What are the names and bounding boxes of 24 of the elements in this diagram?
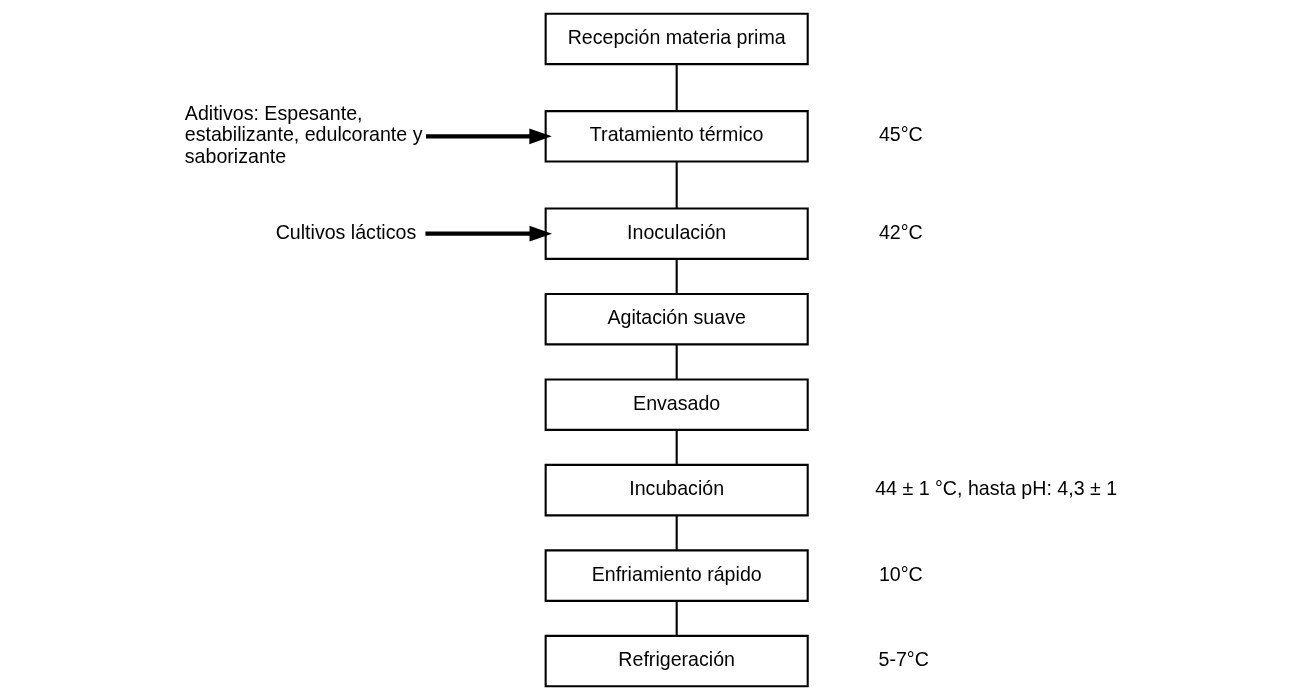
- arrow: [426, 128, 552, 145]
- connector: [675, 64, 678, 111]
- node-box: Refrigeración: [544, 634, 809, 688]
- connector: [675, 259, 678, 294]
- connector: [675, 344, 678, 380]
- node-box: Enfriamiento rápido: [544, 549, 809, 602]
- node-box: Tratamiento térmico: [544, 110, 809, 163]
- connector: [675, 161, 678, 209]
- node-box: Incubación: [544, 463, 809, 517]
- node-box: Recepción materia prima: [544, 12, 809, 66]
- connector: [675, 429, 678, 465]
- node-box: Envasado: [544, 378, 809, 431]
- node-label: 5-7°C: [878, 648, 929, 671]
- node-label: 45°C: [878, 123, 923, 146]
- node-text: Aditivos: Espesante, estabilizante, edulcorante y saborizante: [184, 102, 423, 167]
- node-box: Agitación suave: [544, 292, 809, 346]
- connector: [675, 515, 678, 551]
- node-label: 44 ± 1 °C, hasta pH: 4,3 ± 1: [875, 477, 1118, 500]
- node-box: Inoculación: [544, 207, 809, 260]
- node-text: Cultivos lácticos: [275, 220, 417, 243]
- node-label: 42°C: [878, 220, 923, 243]
- connector: [675, 600, 678, 636]
- arrow: [425, 225, 552, 242]
- node-label: 10°C: [878, 562, 923, 585]
